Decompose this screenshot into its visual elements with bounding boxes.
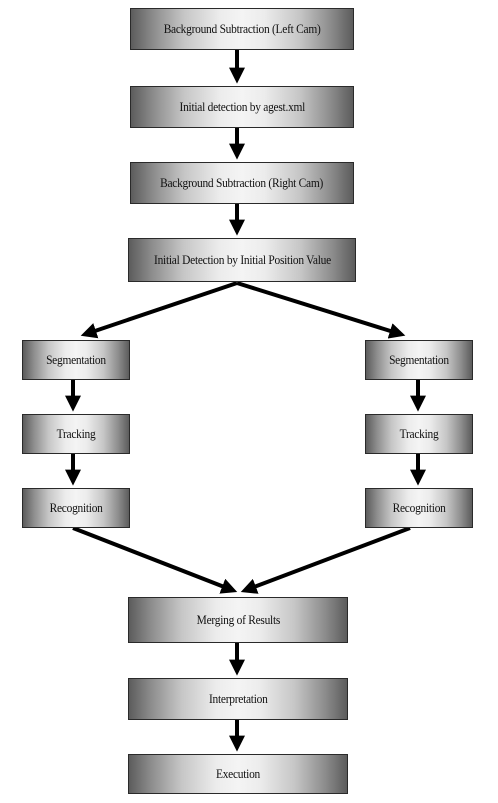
node-initial-detection-agest: Initial detection by agest.xml [130,86,354,128]
node-initial-detection-position: Initial Detection by Initial Position Va… [128,238,356,282]
node-label: Execution [215,765,260,781]
node-right-tracking: Tracking [365,414,473,454]
node-label: Tracking [56,425,96,441]
node-right-segmentation: Segmentation [365,340,473,380]
node-interpretation: Interpretation [128,678,348,720]
node-background-subtraction-right: Background Subtraction (Right Cam) [130,162,354,204]
node-label: Recognition [49,499,103,515]
arrow-initpos-to-left-seg [80,281,238,339]
node-label: Merging of Results [196,611,280,627]
arrow-right-rec-to-merge [240,526,411,594]
node-left-recognition: Recognition [22,488,130,528]
node-label: Initial detection by agest.xml [179,98,305,114]
node-label: Tracking [399,425,439,441]
arrow-initpos-to-right-seg [236,281,406,339]
node-execution: Execution [128,754,348,794]
node-right-recognition: Recognition [365,488,473,528]
node-background-subtraction-left: Background Subtraction (Left Cam) [130,8,354,50]
node-merging-of-results: Merging of Results [128,597,348,643]
node-label: Recognition [392,499,446,515]
node-left-tracking: Tracking [22,414,130,454]
node-label: Segmentation [389,351,449,367]
node-label: Interpretation [208,690,268,706]
node-label: Segmentation [46,351,106,367]
node-label: Initial Detection by Initial Position Va… [153,251,331,267]
arrow-left-rec-to-merge [72,526,238,594]
node-left-segmentation: Segmentation [22,340,130,380]
node-label: Background Subtraction (Left Cam) [163,20,321,36]
node-label: Background Subtraction (Right Cam) [160,174,324,190]
